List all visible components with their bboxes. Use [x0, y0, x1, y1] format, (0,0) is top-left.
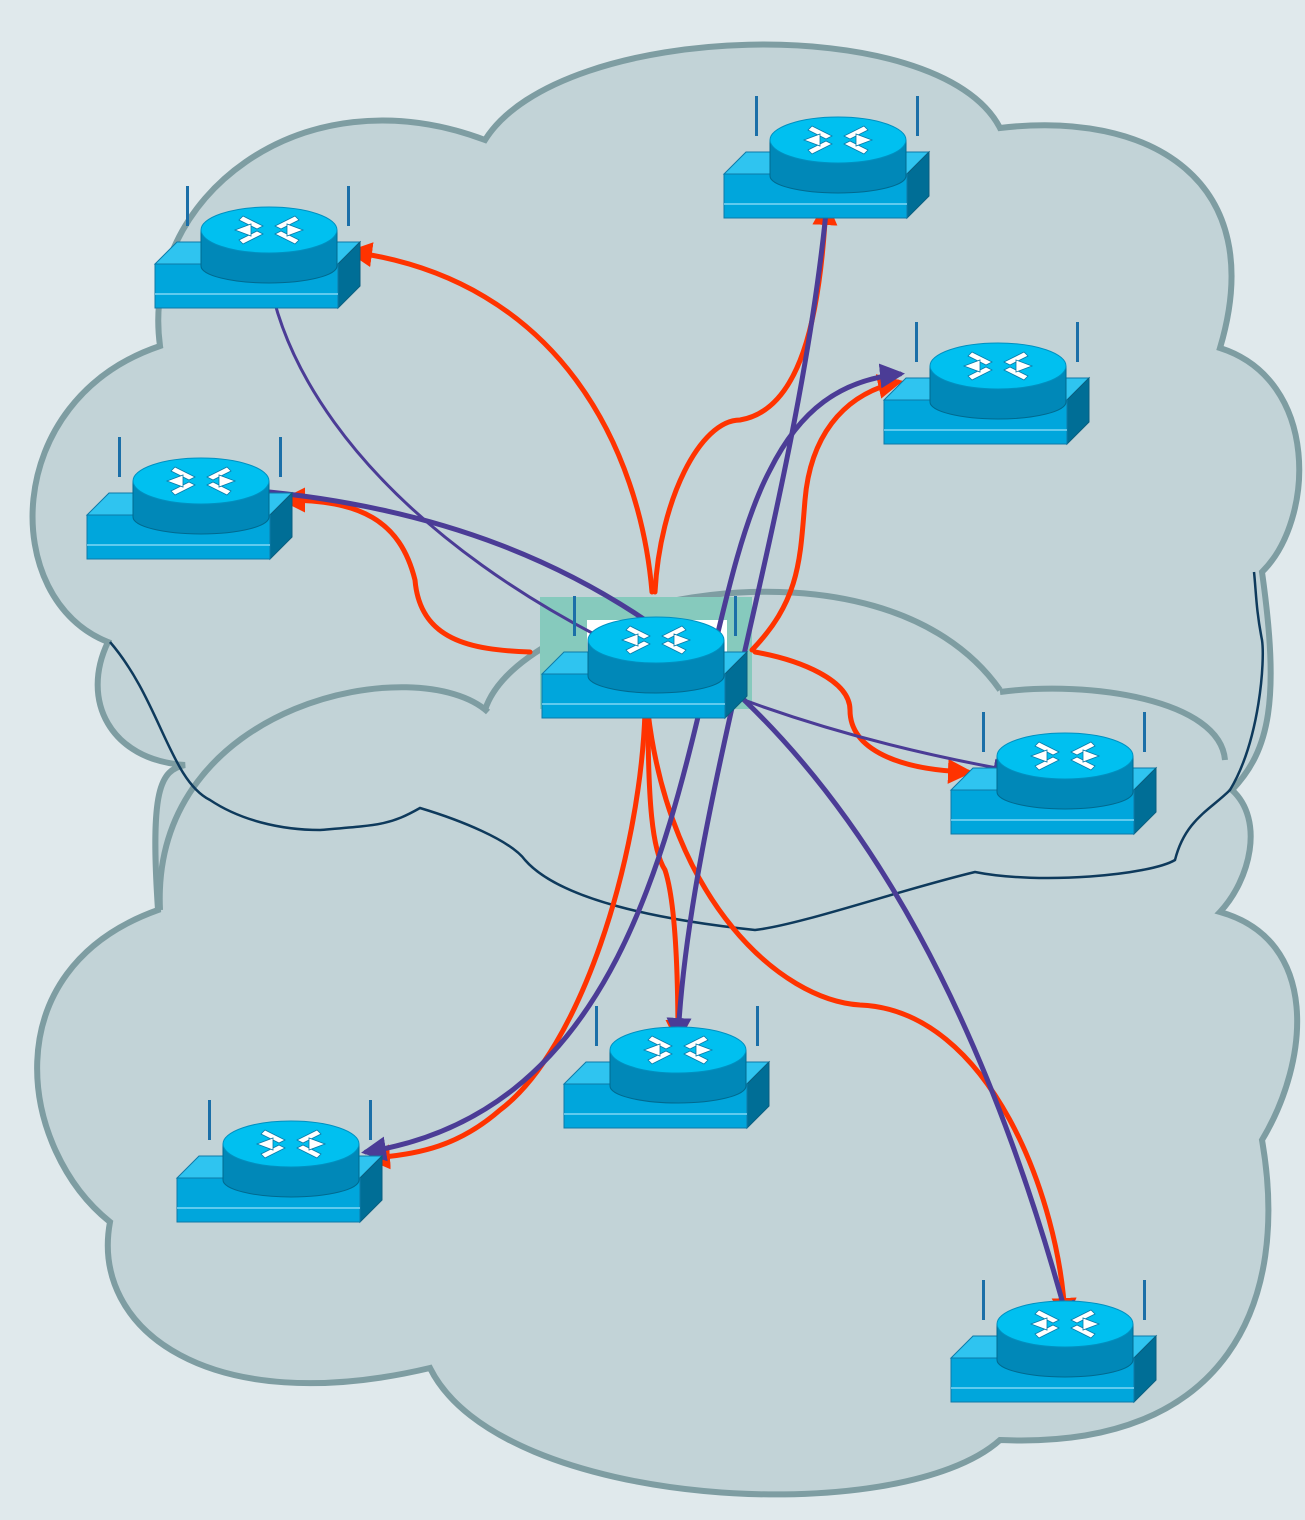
network-diagram [0, 0, 1305, 1520]
network-diagram-canvas [0, 0, 1305, 1520]
